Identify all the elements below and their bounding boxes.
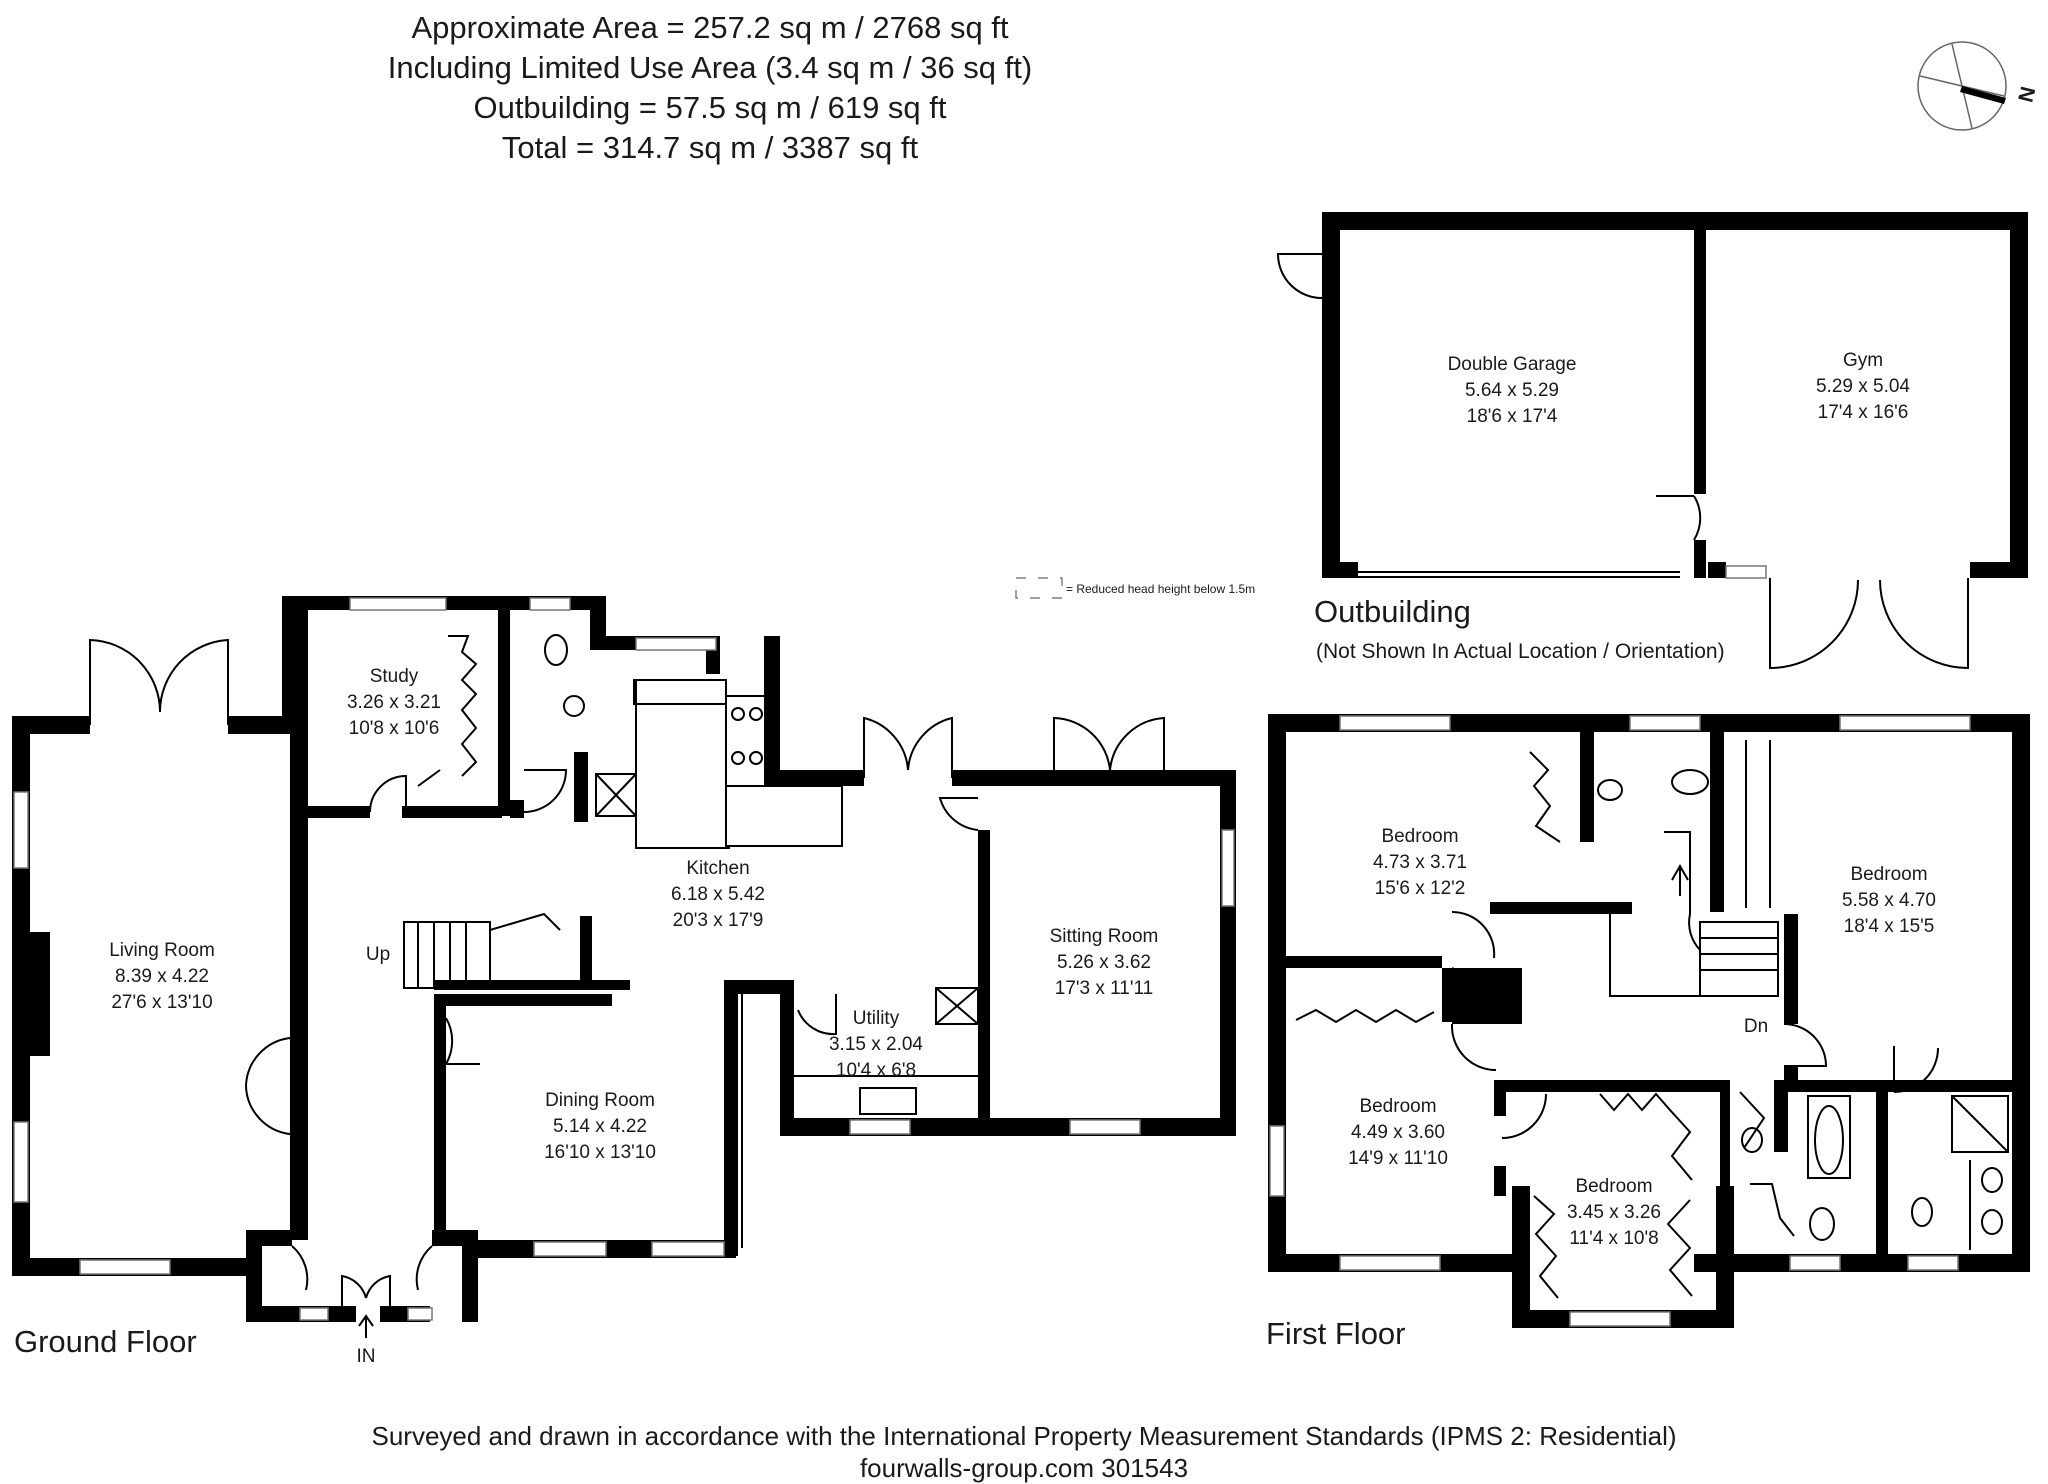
outbuilding-note: (Not Shown In Actual Location / Orientat… (1316, 640, 1725, 663)
gym-imperial: 17'4 x 16'6 (1818, 402, 1909, 423)
north-label: N (2014, 84, 2040, 104)
study-imperial: 10'8 x 10'6 (349, 718, 440, 739)
legend-text: = Reduced head height below 1.5m (1066, 582, 1255, 596)
gym-metric: 5.29 x 5.04 (1816, 376, 1910, 397)
outbuilding-plan: Double Garage 5.64 x 5.29 18'6 x 17'4 Gy… (1276, 212, 2028, 670)
dining-room-label: Dining Room (545, 1090, 655, 1111)
kitchen-imperial: 20'3 x 17'9 (673, 910, 764, 931)
bedroom-1-imperial: 15'6 x 12'2 (1375, 878, 1466, 899)
legend: = Reduced head height below 1.5m (1015, 577, 1255, 599)
ground-floor-title: Ground Floor (14, 1324, 197, 1359)
first-floor-plan: Bedroom 4.73 x 3.71 15'6 x 12'2 Bedroom … (1268, 714, 2030, 1328)
gym-label: Gym (1843, 350, 1883, 371)
bedroom-4-label: Bedroom (1575, 1176, 1652, 1197)
sitting-room-metric: 5.26 x 3.62 (1057, 952, 1151, 973)
double-garage-metric: 5.64 x 5.29 (1465, 380, 1559, 401)
sitting-room-imperial: 17'3 x 11'11 (1055, 978, 1153, 999)
kitchen-metric: 6.18 x 5.42 (671, 884, 765, 905)
living-room-metric: 8.39 x 4.22 (115, 966, 209, 987)
bedroom-3-label: Bedroom (1359, 1096, 1436, 1117)
utility-metric: 3.15 x 2.04 (829, 1034, 923, 1055)
approximate-area: Approximate Area = 257.2 sq m / 2768 sq … (411, 10, 1009, 45)
double-garage-label: Double Garage (1448, 354, 1577, 375)
utility-label: Utility (853, 1008, 900, 1029)
bedroom-4-metric: 3.45 x 3.26 (1567, 1202, 1661, 1223)
bedroom-1-label: Bedroom (1381, 826, 1458, 847)
stairs-up-label: Up (366, 944, 390, 965)
total-area: Total = 314.7 sq m / 3387 sq ft (501, 130, 919, 165)
ground-floor-plan: Living Room 8.39 x 4.22 27'6 x 13'10 Stu… (12, 596, 1236, 1367)
sitting-room-label: Sitting Room (1050, 926, 1159, 947)
limited-use-area: Including Limited Use Area (3.4 sq m / 3… (387, 50, 1033, 85)
outbuilding-area: Outbuilding = 57.5 sq m / 619 sq ft (473, 90, 947, 125)
first-floor-title: First Floor (1266, 1316, 1406, 1351)
dining-room-imperial: 16'10 x 13'10 (544, 1142, 656, 1163)
utility-imperial: 10'4 x 6'8 (836, 1060, 916, 1081)
bedroom-1-metric: 4.73 x 3.71 (1373, 852, 1467, 873)
entrance-label: IN (357, 1346, 376, 1367)
bedroom-3-metric: 4.49 x 3.60 (1351, 1122, 1445, 1143)
footer: Surveyed and drawn in accordance with th… (0, 1420, 2048, 1484)
outbuilding-title: Outbuilding (1314, 594, 1471, 629)
bedroom-2-metric: 5.58 x 4.70 (1842, 890, 1936, 911)
study-metric: 3.26 x 3.21 (347, 692, 441, 713)
company-reference: fourwalls-group.com 301543 (859, 1453, 1189, 1483)
living-room-imperial: 27'6 x 13'10 (111, 992, 212, 1013)
compass-icon: N (1917, 41, 2040, 131)
bedroom-2-imperial: 18'4 x 15'5 (1844, 916, 1935, 937)
living-room-label: Living Room (109, 940, 215, 961)
study-label: Study (370, 666, 419, 687)
survey-note: Surveyed and drawn in accordance with th… (371, 1421, 1677, 1451)
area-summary: Approximate Area = 257.2 sq m / 2768 sq … (0, 8, 1420, 168)
dining-room-metric: 5.14 x 4.22 (553, 1116, 647, 1137)
double-garage-imperial: 18'6 x 17'4 (1467, 406, 1558, 427)
stairs-down-label: Dn (1744, 1016, 1768, 1037)
bedroom-2-label: Bedroom (1850, 864, 1927, 885)
bedroom-3-imperial: 14'9 x 11'10 (1348, 1148, 1448, 1169)
kitchen-label: Kitchen (686, 858, 749, 879)
bedroom-4-imperial: 11'4 x 10'8 (1569, 1228, 1658, 1249)
